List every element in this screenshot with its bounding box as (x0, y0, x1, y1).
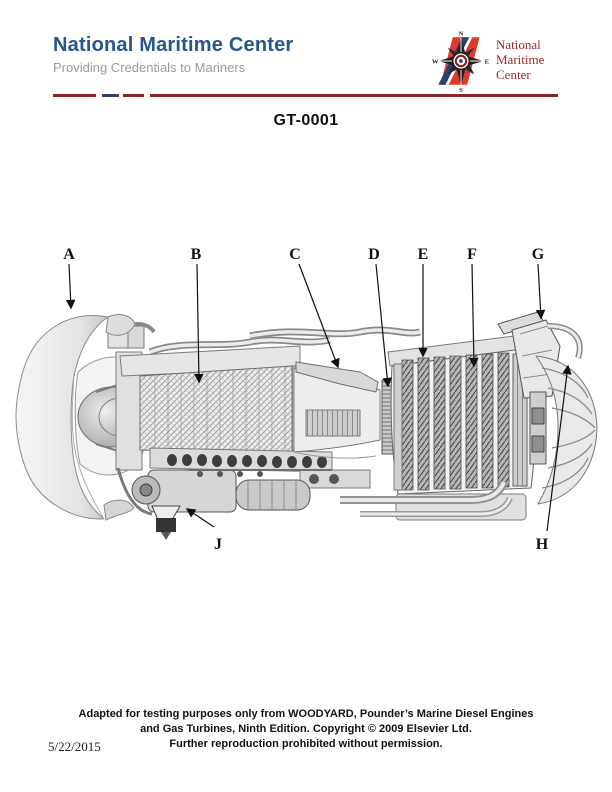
engine-illustration (15, 311, 598, 540)
label-A-line (65, 263, 76, 310)
logo-line-3: Center (496, 67, 531, 82)
header-title: National Maritime Center (53, 34, 294, 56)
label-H: H (536, 536, 549, 553)
underside-piping (299, 469, 527, 521)
label-J-line (185, 508, 215, 528)
compass-n: N (459, 31, 464, 38)
footer-attribution: Adapted for testing purposes only from W… (0, 707, 612, 752)
label-D-line (375, 263, 392, 388)
divider-blue-dash (103, 94, 118, 97)
attribution-line-2: and Gas Turbines, Ninth Edition. Copyrig… (140, 723, 472, 735)
label-A: A (63, 246, 75, 263)
label-D: D (368, 246, 380, 263)
logo-line-1: National (496, 37, 541, 52)
label-F-line (469, 263, 479, 368)
label-C: C (289, 246, 301, 263)
divider-gap (119, 94, 123, 97)
label-C-line (298, 263, 340, 369)
compass-e: E (485, 59, 490, 66)
attribution-line-1: Adapted for testing purposes only from W… (78, 708, 534, 720)
compass-s: S (459, 87, 463, 93)
compass-w: W (432, 59, 439, 66)
label-J: J (214, 536, 222, 553)
divider-gap (144, 94, 150, 97)
power-turbine-section (387, 333, 536, 495)
figure-callouts: A B C D E F G H J (63, 246, 572, 553)
compass-rose-icon: N S W E (432, 31, 490, 93)
label-G: G (532, 246, 545, 263)
footer-date: 5/22/2015 (48, 739, 101, 754)
logo-wordmark: National Maritime Center (496, 37, 544, 82)
label-E: E (418, 246, 429, 263)
document-code: GT-0001 (273, 112, 339, 129)
logo-line-2: Maritime (496, 52, 545, 67)
label-F: F (467, 246, 477, 263)
divider-gap (96, 94, 102, 97)
label-B: B (191, 246, 202, 263)
label-B-line (194, 263, 204, 384)
combustor-section (293, 361, 381, 459)
label-H-line (546, 364, 572, 532)
header-divider (53, 94, 558, 97)
front-frame-piping (107, 322, 156, 349)
nmc-logo: N S W E National Maritime Center (432, 29, 592, 95)
attribution-line-3: Further reproduction prohibited without … (169, 738, 443, 750)
label-G-line (535, 263, 546, 320)
header-subtitle: Providing Credentials to Mariners (53, 60, 246, 75)
